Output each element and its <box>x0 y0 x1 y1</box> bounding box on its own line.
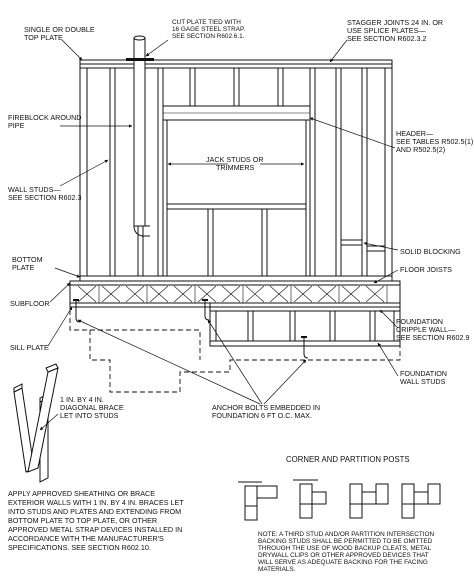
label-anchor-bolts: ANCHOR BOLTS EMBEDDED IN FOUNDATION 6 FT… <box>212 403 322 420</box>
label-corner-posts-title: CORNER AND PARTITION POSTS <box>286 455 410 464</box>
cripple-stud <box>261 208 268 277</box>
jack-stud-left <box>162 119 168 277</box>
label-diagonal-brace: 1 IN. BY 4 IN. DIAGONAL BRACE LET INTO S… <box>60 395 126 420</box>
corner-post-3 <box>349 483 389 519</box>
end-post-left <box>79 67 88 277</box>
cripple-sill <box>209 340 401 347</box>
third-stud-note: NOTE: A THIRD STUD AND/OR PARTITION INTE… <box>258 531 436 573</box>
label-cut-plate: CUT PLATE TIED WITH 16 GAGE STEEL STRAP.… <box>172 19 247 40</box>
rim-joist <box>69 284 401 304</box>
cripple-stud <box>207 208 214 277</box>
label-bottom-plate: BOTTOM PLATE <box>12 255 45 272</box>
wall-stud <box>109 67 116 277</box>
wall-stud <box>335 67 342 277</box>
cripple-stud <box>233 67 240 107</box>
cripple-top-plate-2 <box>209 306 401 312</box>
foundation-cripple-wall <box>209 310 401 347</box>
bottom-plate <box>79 275 393 282</box>
sheathing-note: APPLY APPROVED SHEATHING OR BRACE EXTERI… <box>8 489 186 552</box>
label-subfloor: SUBFLOOR <box>10 299 50 308</box>
sill-plate <box>69 302 211 308</box>
cripple-stud <box>189 67 196 107</box>
cripple-stud <box>277 67 284 107</box>
corner-post-2 <box>293 479 327 519</box>
label-jack-studs: JACK STUDS OR TRIMMERS <box>206 155 266 172</box>
wall-stud <box>157 67 164 277</box>
label-fireblock: FIREBLOCK AROUND PIPE <box>8 113 84 130</box>
diagonal-brace-detail <box>13 363 59 483</box>
solid-blocking <box>366 245 386 252</box>
steel-strap <box>126 58 154 61</box>
wall-stud <box>361 67 368 277</box>
jack-stud-right <box>305 119 311 277</box>
label-foundation-cripple: FOUNDATION CRIPPLE WALL— SEE SECTION R60… <box>396 317 470 342</box>
wall-stud <box>309 67 316 277</box>
label-stagger-joints: STAGGER JOINTS 24 IN. OR USE SPLICE PLAT… <box>347 18 445 43</box>
end-post-right <box>384 67 393 277</box>
top-plate-upper <box>79 59 393 65</box>
subfloor <box>69 280 401 286</box>
floor-joists <box>77 285 388 303</box>
label-sill-plate: SILL PLATE <box>10 343 49 352</box>
solid-blocking <box>340 239 363 246</box>
cripple-top-plate <box>209 302 401 308</box>
label-wall-studs: WALL STUDS— SEE SECTION R602.3 <box>8 185 82 202</box>
label-foundation-wall-studs: FOUNDATION WALL STUDS <box>400 369 449 386</box>
partition-post-4 <box>401 483 441 519</box>
label-solid-blocking: SOLID BLOCKING <box>400 247 461 256</box>
label-floor-joists: FLOOR JOISTS <box>400 265 452 274</box>
vent-pipe <box>126 35 154 237</box>
rough-sill <box>166 203 307 210</box>
labels: SINGLE OR DOUBLE TOP PLATE CUT PLATE TIE… <box>8 18 474 573</box>
corner-post-1 <box>238 481 278 521</box>
floor-system <box>69 280 401 393</box>
label-header: HEADER— SEE TABLES R502.5(1) AND R502.5(… <box>396 129 474 154</box>
foundation-outline <box>69 310 401 393</box>
label-top-plate: SINGLE OR DOUBLE TOP PLATE <box>24 25 97 42</box>
leader-lines <box>39 39 399 431</box>
top-plate <box>79 63 393 69</box>
corner-posts-details <box>238 479 441 521</box>
